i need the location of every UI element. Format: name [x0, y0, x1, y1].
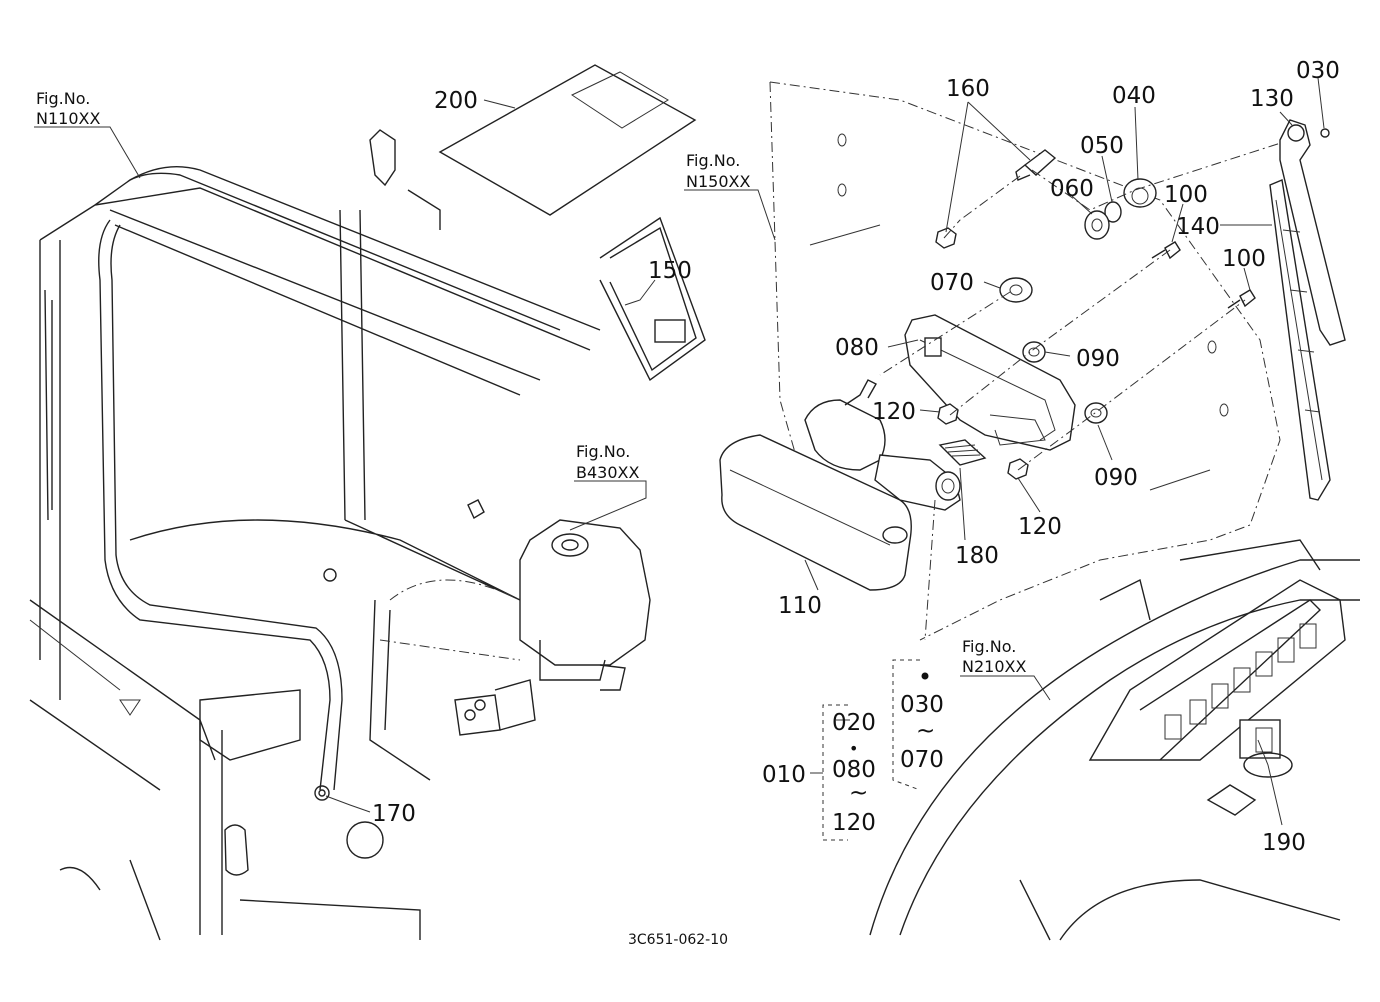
- hose-150: [599, 216, 706, 382]
- leader-lines: [34, 77, 1325, 841]
- group-a-from: 080: [832, 757, 876, 783]
- cab-frame: [29, 129, 601, 941]
- part-label-060: 060: [1050, 176, 1094, 202]
- part-label-200: 200: [434, 88, 478, 114]
- part-label-110: 110: [778, 593, 822, 619]
- dash-panel: [869, 539, 1360, 941]
- part-label-170: 170: [372, 801, 416, 827]
- fig-ref-n210-line2: N210XX: [962, 657, 1026, 676]
- part-label-180: 180: [955, 543, 999, 569]
- part-label-090-a: 090: [1076, 346, 1120, 372]
- part-label-100-a: 100: [1164, 182, 1208, 208]
- part-label-040: 040: [1112, 83, 1156, 109]
- part-label-190: 190: [1262, 830, 1306, 856]
- fig-ref-n150-line2: N150XX: [686, 172, 750, 191]
- figure-refs: Fig.No. N110XX Fig.No. N150XX Fig.No. B4…: [36, 89, 1026, 676]
- fig-ref-b430-line1: Fig.No.: [576, 442, 630, 461]
- drawing-code: 3C651-062-10: [628, 932, 728, 948]
- decal-200: [438, 64, 697, 216]
- part-label-080: 080: [835, 335, 879, 361]
- part-label-090-b: 090: [1094, 465, 1138, 491]
- group-a-to: 120: [832, 810, 876, 836]
- fig-ref-n150-line1: Fig.No.: [686, 151, 740, 170]
- part-label-100-b: 100: [1222, 246, 1266, 272]
- wiper-arm-blade: [1269, 119, 1346, 501]
- group-b-to: 070: [900, 747, 944, 773]
- group-b-from: 030: [900, 692, 944, 718]
- part-labels: 200 150 160 040 130 030 050 060 100 140 …: [372, 58, 1340, 856]
- washer-tank: [379, 499, 651, 736]
- group-a-tilde: ~: [849, 780, 868, 806]
- wiper-motor-assembly: [719, 139, 1291, 641]
- fig-ref-n210-line1: Fig.No.: [962, 637, 1016, 656]
- kit-group: 010 020 • 080 ~ 120 030 ~ 070: [762, 692, 944, 836]
- fig-ref-n110-line2: N110XX: [36, 109, 100, 128]
- group-a-start: 020: [832, 710, 876, 736]
- group-a-dot: •: [849, 739, 858, 758]
- part-label-120-b: 120: [1018, 514, 1062, 540]
- fig-ref-n110-line1: Fig.No.: [36, 89, 90, 108]
- part-label-070: 070: [930, 270, 974, 296]
- part-label-050: 050: [1080, 133, 1124, 159]
- part-label-140: 140: [1176, 214, 1220, 240]
- group-main-label: 010: [762, 762, 806, 788]
- fig-ref-b430-line2: B430XX: [576, 463, 639, 482]
- part-label-160: 160: [946, 76, 990, 102]
- group-b-tilde: ~: [916, 718, 935, 744]
- windshield-panel: [769, 81, 1281, 641]
- part-label-120-a: 120: [872, 399, 916, 425]
- part-label-030-top: 030: [1296, 58, 1340, 84]
- part-label-150: 150: [648, 258, 692, 284]
- part-label-130: 130: [1250, 86, 1294, 112]
